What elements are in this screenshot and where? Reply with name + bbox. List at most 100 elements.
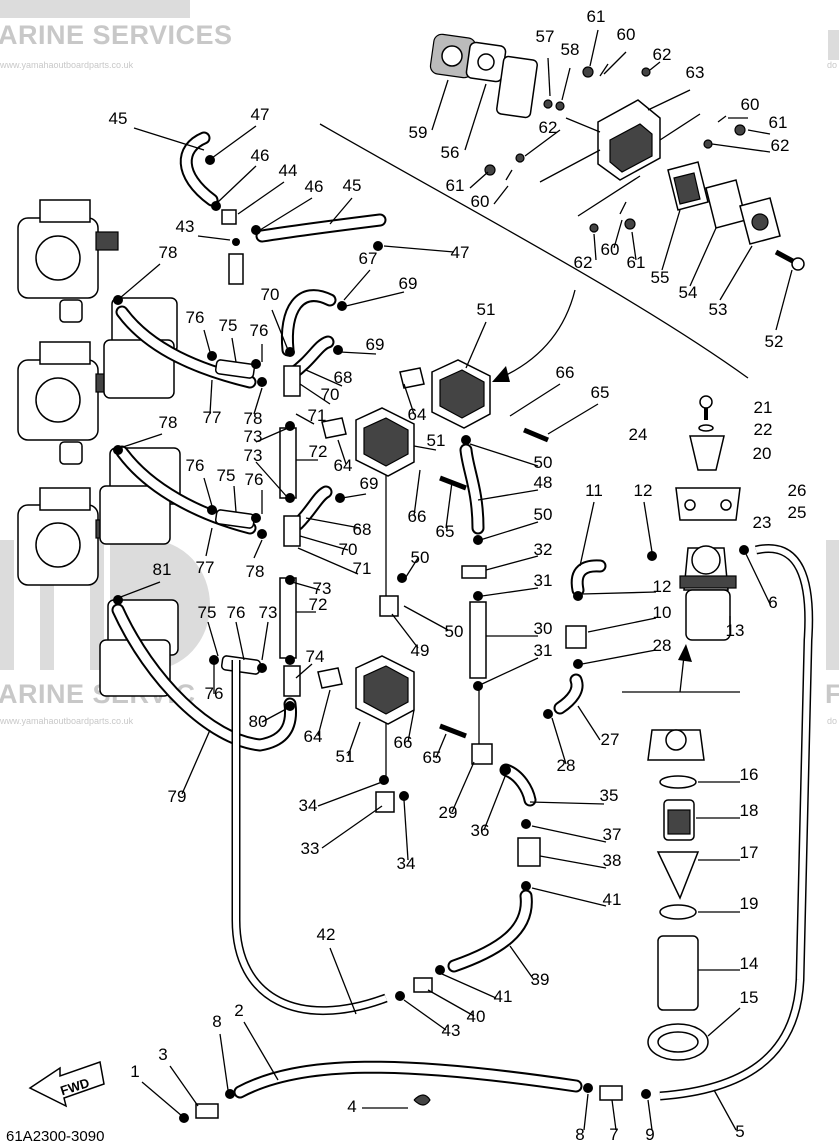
callout-62: 62: [539, 118, 558, 137]
pump-inset-divider: [319, 123, 749, 379]
filter-cone-17: [656, 851, 700, 900]
callout-56: 56: [441, 143, 460, 162]
callout-23: 23: [753, 513, 772, 532]
callout-44: 44: [279, 161, 298, 180]
hose-67: [280, 289, 337, 357]
hose-30: [469, 601, 487, 679]
callout-34: 34: [397, 854, 416, 873]
hose-35: [499, 763, 537, 807]
filter-cap: [647, 729, 705, 761]
pump-inset-arrow: [499, 289, 576, 379]
callout-40: 40: [467, 1007, 486, 1026]
callout-46: 46: [305, 177, 324, 196]
callout-78: 78: [159, 243, 178, 262]
callout-52: 52: [765, 332, 784, 351]
callout-32: 32: [534, 540, 553, 559]
callout-53: 53: [709, 300, 728, 319]
hose-27: [553, 673, 584, 715]
hose-2: [233, 1060, 583, 1099]
hose-48: [459, 443, 485, 535]
callout-31: 31: [534, 641, 553, 660]
callout-70: 70: [261, 285, 280, 304]
diagram-code: 61A2300-3090: [6, 1128, 105, 1145]
callout-19: 19: [740, 894, 759, 913]
callout-60: 60: [471, 192, 490, 211]
callout-81: 81: [153, 560, 172, 579]
callout-5: 5: [735, 1122, 744, 1141]
callout-79: 79: [168, 787, 187, 806]
callout-45: 45: [109, 109, 128, 128]
filter-inset-arrow: [679, 655, 685, 693]
callout-80: 80: [249, 712, 268, 731]
callout-41: 41: [494, 987, 513, 1006]
watermark-logo-top: [0, 0, 839, 60]
callout-6: 6: [768, 593, 777, 612]
callout-61: 61: [587, 7, 606, 26]
carburetor-top: [17, 199, 178, 354]
callout-50: 50: [534, 505, 553, 524]
callout-70: 70: [321, 385, 340, 404]
callout-55: 55: [651, 268, 670, 287]
callout-66: 66: [408, 507, 427, 526]
callout-63: 63: [686, 63, 705, 82]
callout-78: 78: [159, 413, 178, 432]
callout-15: 15: [740, 988, 759, 1007]
callout-28: 28: [653, 636, 672, 655]
callout-77: 77: [196, 558, 215, 577]
callout-11: 11: [585, 481, 603, 500]
callout-64: 64: [408, 405, 427, 424]
callout-47: 47: [451, 243, 470, 262]
callout-64: 64: [304, 727, 323, 746]
filter-cover-20: [689, 395, 725, 471]
callout-59: 59: [409, 123, 428, 142]
callout-76: 76: [245, 470, 264, 489]
callout-31: 31: [534, 571, 553, 590]
pump-gasket-59: [429, 33, 477, 79]
callout-50: 50: [411, 548, 430, 567]
hose-39: [447, 889, 533, 973]
callout-24: 24: [629, 425, 648, 444]
callout-38: 38: [603, 851, 622, 870]
pump-plate-56b: [496, 55, 538, 119]
callout-65: 65: [423, 748, 442, 767]
callout-60: 60: [601, 240, 620, 259]
filter-bracket-23: [675, 487, 741, 521]
callout-12: 12: [653, 577, 672, 596]
callout-47: 47: [251, 105, 270, 124]
callout-73: 73: [244, 446, 263, 465]
callout-51: 51: [427, 431, 446, 450]
filter-element-18: [663, 799, 695, 841]
pump-diaphragm-55: [667, 161, 709, 211]
hose-45-right: [255, 213, 387, 243]
callout-70: 70: [339, 540, 358, 559]
callout-3: 3: [158, 1045, 167, 1064]
callout-1: 1: [130, 1062, 139, 1081]
callout-4: 4: [347, 1097, 356, 1116]
callout-68: 68: [353, 520, 372, 539]
callout-43: 43: [442, 1021, 461, 1040]
callout-51: 51: [336, 747, 355, 766]
callout-74: 74: [306, 647, 325, 666]
callout-18: 18: [740, 801, 759, 820]
hose-78-top: [115, 305, 257, 389]
callout-43: 43: [176, 217, 195, 236]
callout-10: 10: [653, 603, 672, 622]
callout-50: 50: [445, 622, 464, 641]
pump-gaskets-64: [317, 367, 425, 689]
filter-ring-19: [659, 904, 697, 920]
connectors: [195, 209, 623, 1119]
pump-fasteners: [484, 63, 746, 233]
callout-78: 78: [244, 409, 263, 428]
pump-inset-leaders: [431, 29, 793, 331]
callout-8: 8: [575, 1125, 584, 1144]
filter-inset-arrowhead: [678, 644, 692, 662]
callout-60: 60: [617, 25, 636, 44]
callout-57: 57: [536, 27, 555, 46]
pump-gasket-54: [705, 179, 747, 229]
callout-21: 21: [754, 398, 773, 417]
callout-49: 49: [411, 641, 430, 660]
callout-50: 50: [534, 453, 553, 472]
callout-60: 60: [741, 95, 760, 114]
pump-cover-53: [739, 197, 781, 245]
